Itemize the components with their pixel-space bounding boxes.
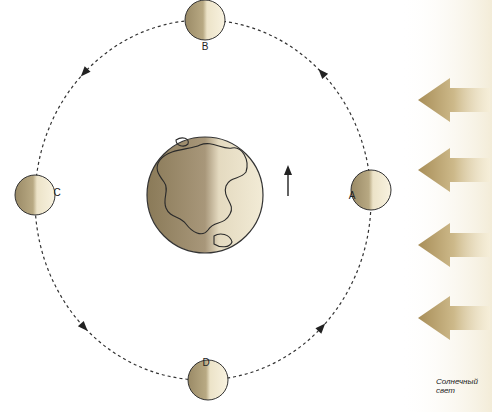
orbit-arrowhead <box>78 321 91 334</box>
moon <box>15 175 55 215</box>
rotation-arrow <box>287 172 288 196</box>
orbit-arrowhead <box>315 321 328 334</box>
moon-orbit <box>35 20 371 380</box>
rotation-arrowhead <box>284 165 292 175</box>
moon <box>185 0 225 40</box>
continent-outline <box>157 144 247 234</box>
continent-outline <box>176 138 188 146</box>
position-letter: B <box>202 41 209 52</box>
moon <box>351 170 391 210</box>
caption-text: Солнечный свет <box>436 378 484 396</box>
sunlight-arrow <box>418 296 490 340</box>
continent-outline <box>214 234 232 247</box>
sunlight-arrow <box>418 223 490 267</box>
orbit-arrowhead <box>78 66 91 79</box>
position-letter: D <box>202 357 209 368</box>
sunlight-arrow <box>418 78 490 122</box>
earth <box>147 137 263 253</box>
position-letter: C <box>53 187 60 198</box>
position-letter: A <box>349 190 356 201</box>
sunlight-arrow <box>418 148 490 192</box>
orbit-arrowhead <box>315 66 328 79</box>
